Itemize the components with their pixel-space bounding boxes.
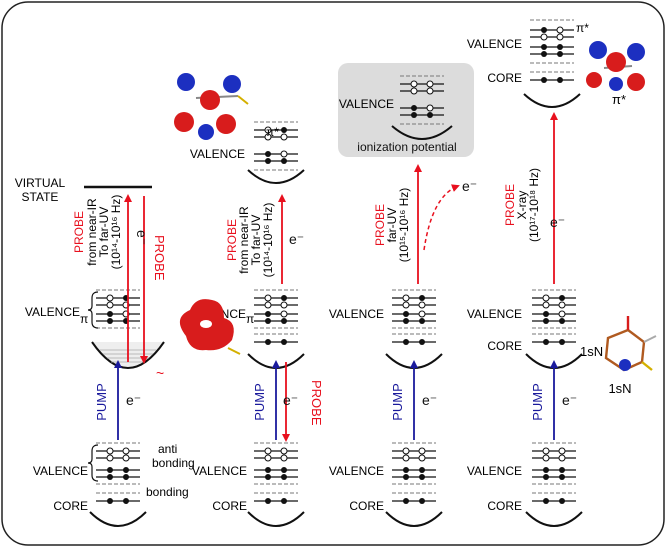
electron-label: e⁻ xyxy=(422,392,437,408)
electron-label: e⁻ xyxy=(462,178,477,194)
valence-label: VALENCE xyxy=(467,464,522,478)
probe-col4: e⁻ PROBE X-ray (10¹⁷-10¹⁸ Hz) xyxy=(503,112,565,284)
tilde-label: ~ xyxy=(156,365,164,381)
pi-star-orbital-image-right: π* xyxy=(586,41,645,107)
pump-label: PUMP xyxy=(390,383,405,421)
valence-label: VALENCE xyxy=(192,464,247,478)
probe-label: PROBE xyxy=(152,235,167,281)
top-state-col2: VALENCE π* xyxy=(190,121,305,184)
electron-label: e⁻ xyxy=(289,231,304,247)
1sn-molecule-label: 1sN xyxy=(608,381,631,396)
valence-label: VALENCE xyxy=(329,464,384,478)
probe-range-l2: X-ray xyxy=(515,191,529,220)
electron-density-image xyxy=(179,299,241,355)
1sn-label: 1sN xyxy=(580,344,603,359)
probe-title: PROBE xyxy=(72,211,86,253)
probe-range-l3: To far-UV xyxy=(249,215,263,266)
pump-arrows: PUMP e⁻ PUMP PUMP e⁻ PUMP e⁻ xyxy=(94,360,577,440)
electron-label: e⁻ xyxy=(550,214,565,230)
probe-range-l2: from near-IR xyxy=(237,206,251,274)
probe-range-l3: To far-UV xyxy=(97,207,111,258)
probe-range-l3: (10¹⁷-10¹⁸ Hz) xyxy=(527,168,541,242)
valence-label: VALENCE xyxy=(467,307,522,321)
anti-bonding-label: bonding xyxy=(152,456,195,470)
excited-state-col4: VALENCE CORE 1sN xyxy=(467,289,603,369)
core-label: CORE xyxy=(349,499,384,513)
valence-label: VALENCE xyxy=(467,37,522,51)
probe-col2: e⁻ PROBE from near-IR To far-UV (10¹⁴-10… xyxy=(225,194,304,284)
pi-star-orbital-image-left xyxy=(174,73,249,140)
bonding-label: bonding xyxy=(146,485,189,499)
state-label: STATE xyxy=(22,190,59,204)
ionization-potential-label: ionization potential xyxy=(357,140,456,154)
anti-label: anti xyxy=(158,442,177,456)
electron-label: e⁻ xyxy=(126,392,141,408)
probe-title: PROBE xyxy=(373,204,387,246)
core-label: CORE xyxy=(487,339,522,353)
ground-state-col4: VALENCE CORE xyxy=(467,442,583,527)
top-state-col4: VALENCE CORE π* xyxy=(467,19,589,108)
pi-star-label: π* xyxy=(266,125,279,139)
pump-label: PUMP xyxy=(94,383,109,421)
ground-state-col1: VALENCE CORE anti bonding bonding xyxy=(33,442,195,527)
probe-col3: e⁻ PROBE far-UV (10¹⁵-10¹⁶ Hz) xyxy=(373,164,477,284)
pi-star-label: π* xyxy=(612,92,626,107)
core-label: CORE xyxy=(487,71,522,85)
pump-label: PUMP xyxy=(530,383,545,421)
probe-range-l2: from near-IR xyxy=(85,198,99,266)
pi-label: π xyxy=(80,312,88,326)
ground-state-col2: VALENCE CORE xyxy=(192,442,305,527)
probe-range-l3: (10¹⁵-10¹⁶ Hz) xyxy=(397,188,411,263)
valence-label: VALENCE xyxy=(33,464,88,478)
probe-col1: e⁻ PROBE PROBE from near-IR To far-UV (1… xyxy=(72,194,167,381)
core-label: CORE xyxy=(53,499,88,513)
top-state-col3: VALENCE xyxy=(339,75,453,140)
probe-title: PROBE xyxy=(225,219,239,261)
ground-state-col3: VALENCE CORE xyxy=(329,442,443,527)
pi-star-label: π* xyxy=(576,21,589,35)
excited-state-col3: VALENCE xyxy=(329,289,443,369)
virtual-label: VIRTUAL xyxy=(15,176,66,190)
pi-label: π xyxy=(246,312,254,326)
probe-range-l4: (10¹⁴-10¹⁶ Hz) xyxy=(109,195,123,270)
1sn-molecule-image: 1sN xyxy=(604,316,657,396)
core-label: CORE xyxy=(487,499,522,513)
probe-label: PROBE xyxy=(309,380,324,426)
probe-title: PROBE xyxy=(503,184,517,226)
valence-label: VALENCE xyxy=(339,97,394,111)
valence-label: VALENCE xyxy=(190,147,245,161)
electron-label: e⁻ xyxy=(283,392,298,408)
valence-label: VALENCE xyxy=(25,305,80,319)
probe-range-l4: (10¹⁴-10¹⁶ Hz) xyxy=(261,203,275,278)
electron-label: e⁻ xyxy=(134,230,150,245)
core-label: CORE xyxy=(212,499,247,513)
probe-range-l2: far-UV xyxy=(385,208,399,243)
pump-label: PUMP xyxy=(252,383,267,421)
valence-label: VALENCE xyxy=(329,307,384,321)
electron-label: e⁻ xyxy=(562,392,577,408)
